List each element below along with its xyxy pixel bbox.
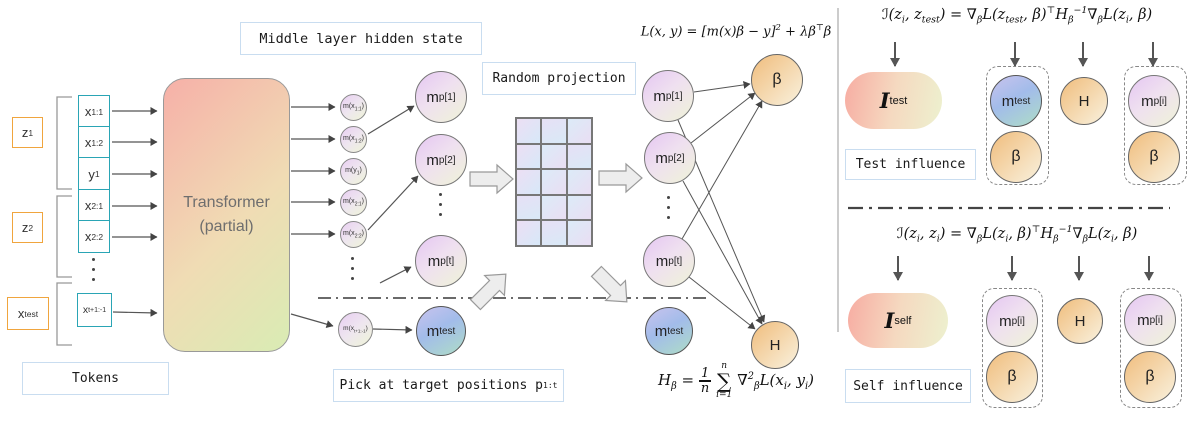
loss-equation: L(x, y) = [m(x)β − y]2 + λβ⊤β	[640, 22, 832, 40]
hidden-ellipsis	[351, 257, 354, 280]
hidden-node-x2-2: m(x2:2)	[340, 221, 367, 248]
hidden-node-y1: m(y1)	[340, 158, 367, 185]
self-influence-arrows	[893, 256, 1154, 281]
tokens-caption: Tokens	[22, 362, 169, 395]
rs-hessian-node: H	[1057, 298, 1103, 344]
random-projection-matrix	[515, 117, 593, 247]
hidden-node-x2-1: m(x2:1)	[340, 189, 367, 216]
self-influence-equation: ℐ(zi, zi) = ∇βL(zi, β)⊤Hβ−1∇βL(zi, β)	[896, 224, 1138, 245]
hidden-node-x1-2: m(x1:2)	[340, 126, 367, 153]
proj-ellipsis	[667, 196, 670, 219]
group-brackets	[56, 96, 72, 346]
hidden-node-x1-1: m(x1:1)	[340, 94, 367, 121]
token-arrows	[112, 107, 158, 317]
hidden-state-arrows	[290, 103, 336, 329]
self-influence-caption: Self influence	[845, 369, 971, 403]
mp-ellipsis	[439, 193, 442, 216]
pick-arrows	[367, 105, 419, 334]
block-arrow-icons	[469, 162, 643, 311]
hidden-node-xtest: m(xt+1:-1)	[338, 312, 373, 347]
test-influence-equation: ℐ(zi, ztest) = ∇βL(ztest, β)⊤Hβ−1∇βL(zi,…	[881, 5, 1153, 26]
test-influence-caption: Test influence	[845, 149, 976, 180]
rs-beta-node-1: β	[986, 351, 1038, 403]
hidden-state-caption: Middle layer hidden state	[240, 22, 482, 55]
rt-beta-node-2: β	[1128, 131, 1180, 183]
transformer-box: Transformer (partial)	[163, 78, 290, 352]
train-gradient-group-1	[1124, 66, 1187, 185]
test-gradient-group	[986, 66, 1049, 185]
self-gradient-group-2	[1120, 288, 1182, 408]
transformer-line1: Transformer	[183, 194, 270, 211]
random-projection-caption: Random projection	[482, 62, 636, 95]
rs-beta-node-2: β	[1124, 351, 1176, 403]
rt-beta-node-1: β	[990, 131, 1042, 183]
beta-node: β	[751, 54, 803, 106]
token-ellipsis	[92, 258, 95, 281]
test-influence-arrows	[890, 42, 1158, 67]
rt-hessian-node: H	[1060, 77, 1108, 125]
self-gradient-group-1	[982, 288, 1043, 408]
regression-edges	[677, 80, 766, 330]
transformer-line2: (partial)	[199, 218, 254, 235]
hessian-node: H	[751, 321, 799, 369]
